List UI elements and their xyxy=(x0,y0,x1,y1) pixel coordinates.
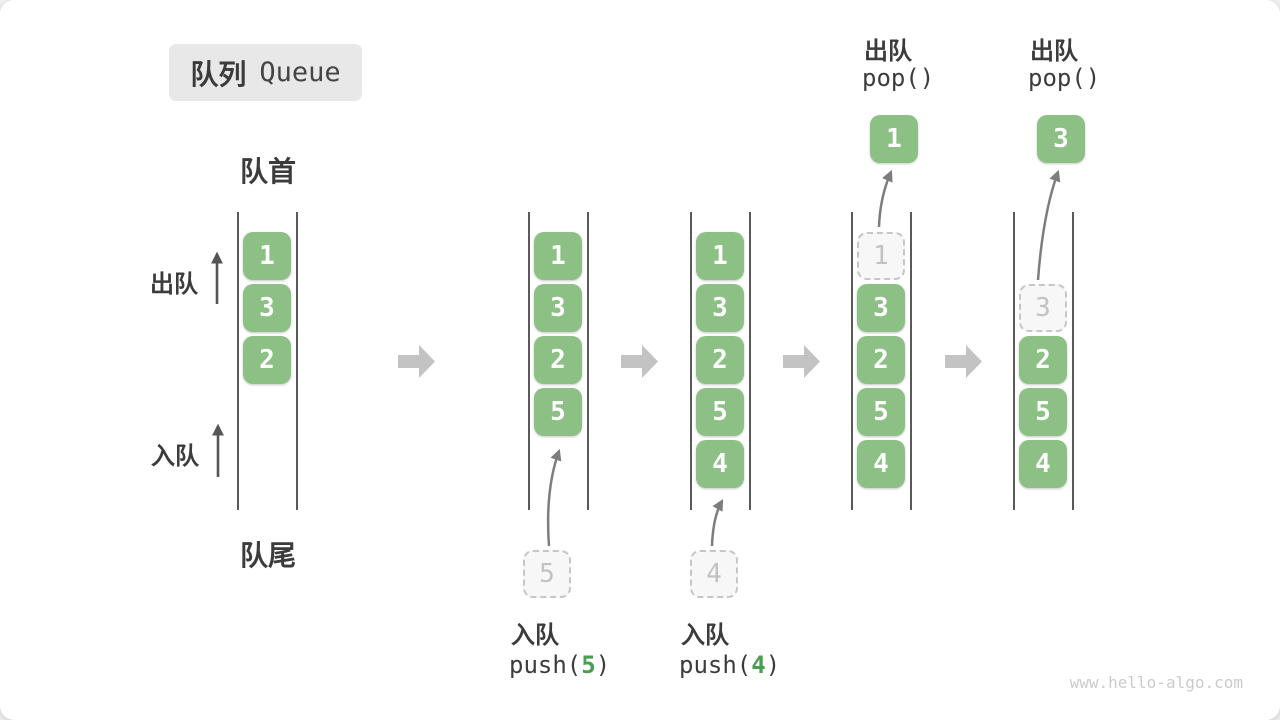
stage-arrow-icon xyxy=(621,345,658,378)
pop1-op-label: 出队 xyxy=(864,38,912,65)
stage-arrow-icon xyxy=(945,345,982,378)
front-label: 队首 xyxy=(239,156,296,187)
watermark: www.hello-algo.com xyxy=(1069,673,1243,692)
queue-item: 4 xyxy=(857,440,905,488)
queue-item: 3 xyxy=(696,284,744,332)
queue-item: 3 xyxy=(857,284,905,332)
code-close: ) xyxy=(765,651,781,679)
push4-arrow xyxy=(710,498,724,547)
push5-op-code: push(5) xyxy=(509,651,610,679)
pop1-arrow xyxy=(877,169,893,228)
queue-item: 2 xyxy=(857,336,905,384)
code-arg: 5 xyxy=(581,651,596,679)
title-zh: 队列 xyxy=(190,58,247,90)
code-close: ) xyxy=(595,651,611,679)
popped-item: 1 xyxy=(870,115,918,163)
title-en: Queue xyxy=(259,57,341,88)
queue-item: 2 xyxy=(243,336,291,384)
channel-wall xyxy=(237,212,239,510)
queue-item: 3 xyxy=(534,284,582,332)
rear-label: 队尾 xyxy=(239,540,296,571)
pop1-op-code: pop() xyxy=(862,64,935,92)
channel-wall xyxy=(587,212,589,510)
channel-wall xyxy=(296,212,298,510)
queue-item: 4 xyxy=(1019,440,1067,488)
incoming-item-ghost: 5 xyxy=(523,550,571,598)
queue-item: 2 xyxy=(1019,336,1067,384)
enqueue-side-label: 入队 xyxy=(151,443,199,470)
push4-op-label: 入队 xyxy=(681,622,729,649)
queue-item: 2 xyxy=(534,336,582,384)
pop3-op-label: 出队 xyxy=(1030,38,1078,65)
queue-item: 1 xyxy=(534,232,582,280)
channel-wall xyxy=(690,212,692,510)
code-fn: push( xyxy=(679,651,752,679)
channel-wall xyxy=(851,212,853,510)
popped-item: 3 xyxy=(1037,115,1085,163)
queue-item: 1 xyxy=(243,232,291,280)
pop3-op-code: pop() xyxy=(1028,64,1101,92)
queue-item: 3 xyxy=(243,284,291,332)
dequeued-item-ghost: 3 xyxy=(1019,284,1067,332)
dequeue-side-label: 出队 xyxy=(150,271,198,298)
queue-item: 5 xyxy=(1019,388,1067,436)
pop3-arrow xyxy=(1036,169,1061,281)
queue-item: 5 xyxy=(696,388,744,436)
title-badge: 队列 Queue xyxy=(169,44,362,101)
code-fn: push( xyxy=(509,651,582,679)
push5-op-label: 入队 xyxy=(511,622,559,649)
channel-wall xyxy=(910,212,912,510)
channel-wall xyxy=(749,212,751,510)
queue-item: 4 xyxy=(696,440,744,488)
push4-op-code: push(4) xyxy=(679,651,780,679)
code-arg: 4 xyxy=(751,651,766,679)
queue-item: 5 xyxy=(857,388,905,436)
stage-arrow-icon xyxy=(398,345,435,378)
queue-item: 1 xyxy=(696,232,744,280)
queue-item: 5 xyxy=(534,388,582,436)
channel-wall xyxy=(1013,212,1015,510)
incoming-item-ghost: 4 xyxy=(690,550,738,598)
stage-arrow-icon xyxy=(783,345,820,378)
channel-wall xyxy=(528,212,530,510)
dequeued-item-ghost: 1 xyxy=(857,232,905,280)
channel-wall xyxy=(1072,212,1074,510)
queue-item: 2 xyxy=(696,336,744,384)
push5-arrow xyxy=(546,448,562,547)
